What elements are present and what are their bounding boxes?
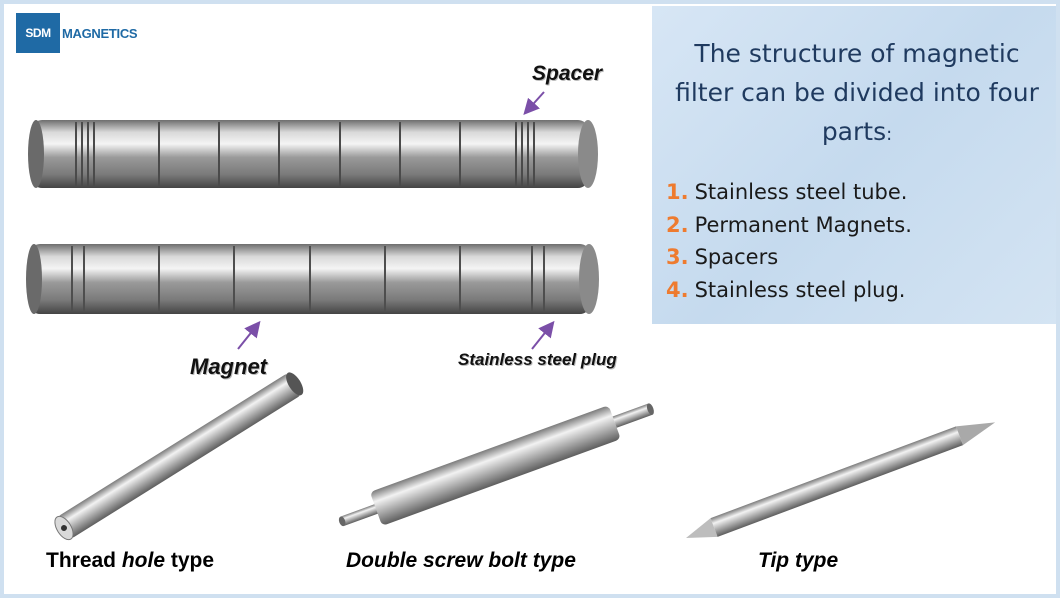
- info-title-text: The structure of magnetic filter can be …: [675, 39, 1039, 146]
- part-text: Permanent Magnets.: [694, 212, 912, 237]
- thread-hole-rod: [54, 372, 304, 541]
- plug-arrow: [531, 320, 555, 350]
- tip-rod: [686, 422, 996, 538]
- logo-name: MAGNETICS: [62, 25, 138, 41]
- double-bolt-caption: Double screw bolt type: [346, 549, 576, 572]
- part-number: 2.: [666, 212, 689, 237]
- info-title-colon: :: [886, 124, 893, 145]
- list-item: 4.Stainless steel plug.: [666, 274, 912, 307]
- tip-caption: Tip type: [758, 549, 839, 572]
- list-item: 1.Stainless steel tube.: [666, 176, 912, 209]
- part-text: Stainless steel plug.: [694, 277, 906, 302]
- list-item: 3.Spacers: [666, 241, 912, 274]
- plug-label: Stainless steel plug: [458, 350, 617, 369]
- caption-part: Thread: [46, 549, 122, 572]
- spacer-label: Spacer: [532, 62, 603, 85]
- info-title: The structure of magnetic filter can be …: [662, 34, 1052, 154]
- callout-arrows: [237, 91, 555, 350]
- logo-mark: SDM: [16, 13, 60, 53]
- caption-part: type: [165, 549, 215, 572]
- part-text: Stainless steel tube.: [694, 180, 908, 204]
- part-number: 3.: [666, 245, 689, 269]
- caption-part-italic: hole: [121, 549, 166, 572]
- magnet-label: Magnet: [190, 354, 267, 379]
- info-panel: The structure of magnetic filter can be …: [652, 6, 1056, 324]
- magnet-arrow: [237, 320, 261, 350]
- part-number: 1.: [666, 180, 689, 204]
- spacer-arrow: [523, 91, 545, 115]
- parts-list: 1.Stainless steel tube. 2.Permanent Magn…: [666, 176, 912, 306]
- tube-with-spacers: [28, 120, 598, 188]
- double-bolt-rod: [338, 403, 654, 527]
- thread-hole-caption: Thread hole type: [46, 549, 214, 573]
- company-logo: SDM MAGNETICS: [16, 12, 154, 54]
- part-number: 4.: [666, 277, 689, 302]
- part-text: Spacers: [694, 245, 779, 269]
- product-illustrations: [26, 91, 996, 541]
- slide: SDM MAGNETICS Spacer Magnet Stainless st…: [4, 4, 1056, 594]
- tube-with-magnets: [26, 244, 599, 314]
- list-item: 2.Permanent Magnets.: [666, 209, 912, 242]
